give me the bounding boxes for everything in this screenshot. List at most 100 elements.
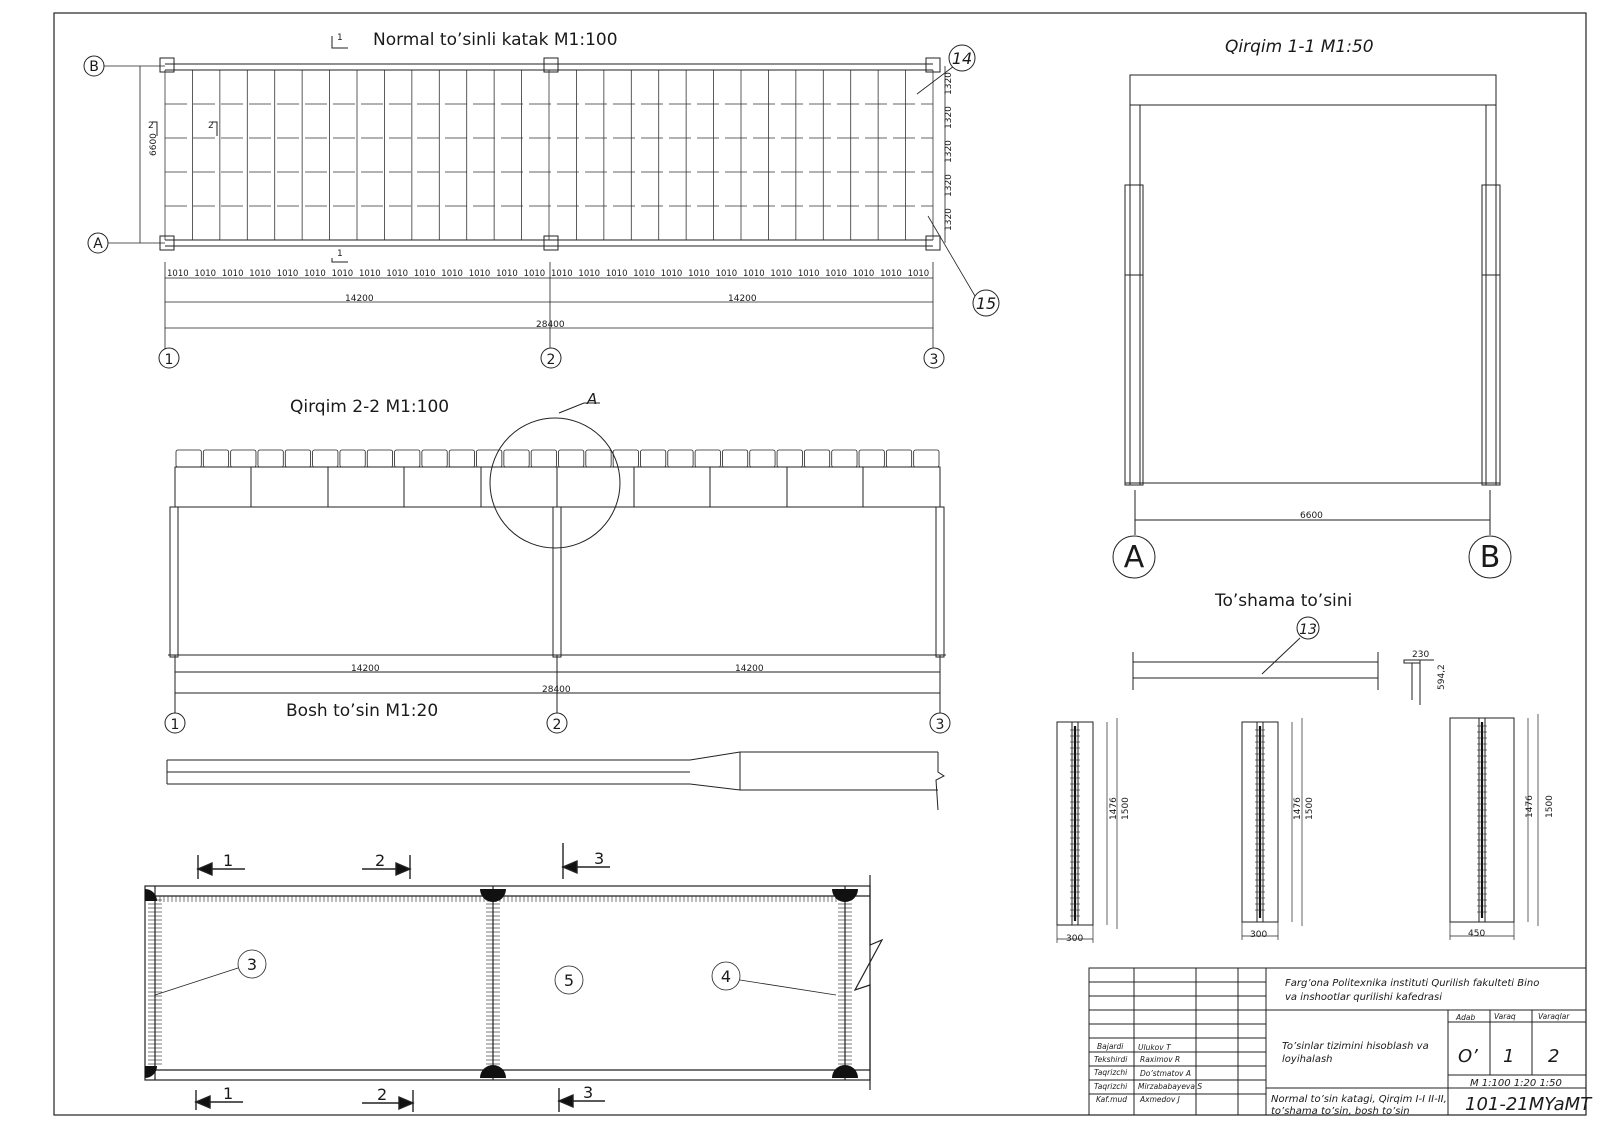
plan-column	[925, 235, 941, 251]
axis-label-3: 3	[930, 352, 939, 368]
svg-text:Do’stmatov A: Do’stmatov A	[1140, 1069, 1191, 1078]
toshama-tosin-view: To’shama to’sini 13 230 594,2	[1132, 591, 1447, 705]
bay-dim-label: 1010	[386, 269, 408, 279]
svg-text:O’: O’	[1458, 1046, 1478, 1067]
deck-beam-section	[913, 449, 940, 468]
svg-text:1476: 1476	[1109, 797, 1119, 820]
plan-axis-cols	[158, 347, 945, 369]
bay-dim-label: 1010	[304, 269, 326, 279]
bosh-tosin-view: Bosh to’sin M1:20	[166, 701, 945, 811]
deck-beam-section	[503, 449, 530, 468]
svg-text:Kaf.mud: Kaf.mud	[1096, 1095, 1127, 1104]
bay-dim-label: 1010	[853, 269, 875, 279]
toshama-title: To’shama to’sini	[1214, 591, 1352, 611]
bay-dim-label: 1010	[359, 269, 381, 279]
svg-text:2: 2	[208, 121, 214, 131]
bay-dim-label: 1010	[880, 269, 902, 279]
svg-text:28400: 28400	[536, 320, 565, 330]
deck-beam-section	[667, 449, 694, 468]
row-dim-label: 1320	[944, 140, 954, 163]
bay-dim-label: 1010	[524, 269, 546, 279]
bosh-tosin-title: Bosh to’sin M1:20	[286, 701, 438, 721]
column	[552, 506, 562, 658]
svg-text:5: 5	[564, 971, 574, 990]
bay-dim-label: 1010	[222, 269, 244, 279]
detail-callout-a	[489, 417, 621, 549]
section-1-1-title: Qirqim 1-1 M1:50	[1225, 37, 1374, 57]
connection-detail: 1 2 3 1 2 3 3 5 4	[144, 843, 884, 1112]
svg-text:2: 2	[375, 851, 385, 870]
bay-dim-label: 1010	[578, 269, 600, 279]
deck-beam-section	[776, 449, 803, 468]
bay-dim-label: 1010	[496, 269, 518, 279]
svg-text:2: 2	[148, 121, 154, 131]
svg-text:Adab: Adab	[1455, 1013, 1475, 1022]
deck-beam-section	[558, 449, 585, 468]
deck-beam-section	[339, 449, 366, 468]
deck-beam-section	[694, 449, 721, 468]
svg-text:Raximov R: Raximov R	[1140, 1055, 1180, 1064]
deck-beam-section	[366, 449, 393, 468]
axis-a-bubble	[1112, 535, 1156, 579]
svg-text:3: 3	[594, 849, 604, 868]
deck-beam-section	[421, 449, 448, 468]
axis-label-1: 1	[165, 352, 174, 368]
svg-text:A: A	[586, 390, 597, 408]
bay-dim-label: 1010	[414, 269, 436, 279]
svg-text:3: 3	[936, 717, 945, 733]
svg-text:300: 300	[1066, 934, 1083, 944]
svg-text:2: 2	[1548, 1046, 1559, 1067]
bay-dim-label: 1010	[551, 269, 573, 279]
project-line-1: To’sinlar tizimini hisoblash va	[1282, 1041, 1429, 1052]
svg-text:450: 450	[1468, 929, 1485, 939]
svg-text:1: 1	[171, 717, 180, 733]
bay-dim-label: 1010	[743, 269, 765, 279]
plan-column	[543, 235, 559, 251]
row-dim-label: 1320	[944, 174, 954, 197]
bay-dim-label: 1010	[661, 269, 683, 279]
axis-label-b: B	[89, 59, 99, 75]
svg-text:14200: 14200	[345, 294, 374, 304]
deck-beam-section	[749, 449, 776, 468]
tag-15	[972, 289, 1000, 317]
plan-column	[925, 57, 941, 73]
plan-title: Normal to’sinli katak M1:100	[373, 30, 618, 50]
bay-dim-label: 1010	[332, 269, 354, 279]
svg-text:14: 14	[952, 49, 972, 68]
drawing-code: 101-21MYaMT	[1465, 1094, 1593, 1115]
project-line-2: loyihalash	[1282, 1054, 1333, 1065]
row-dim-label: 1320	[944, 106, 954, 129]
svg-text:2: 2	[377, 1085, 387, 1104]
plan-cut-marks	[152, 36, 348, 263]
svg-text:230: 230	[1412, 650, 1429, 660]
svg-text:6600: 6600	[1300, 511, 1323, 521]
bay-dim-label: 1010	[441, 269, 463, 279]
svg-text:1500: 1500	[1305, 797, 1315, 820]
svg-text:15: 15	[976, 294, 996, 313]
svg-text:1500: 1500	[1121, 797, 1131, 820]
deck-beam-section	[530, 449, 557, 468]
plan-span-dims	[164, 262, 934, 352]
tag-14	[948, 44, 976, 72]
deck-beam-section	[175, 449, 202, 468]
axis-label-2: 2	[547, 352, 556, 368]
svg-text:4: 4	[721, 967, 731, 986]
bay-dim-label: 1010	[469, 269, 491, 279]
svg-text:1: 1	[337, 33, 343, 43]
deck-beam-section	[312, 449, 339, 468]
sheet-border	[53, 12, 1587, 1116]
institute-line-2: va inshootlar qurilishi kafedrasi	[1285, 992, 1442, 1003]
svg-text:Varaqlar: Varaqlar	[1538, 1012, 1570, 1021]
svg-text:2: 2	[553, 717, 562, 733]
sheet-line-1: Normal to’sin katagi, Qirqim I-I II-II,	[1271, 1094, 1447, 1105]
bay-dim-label: 1010	[688, 269, 710, 279]
deck-beam-section	[448, 449, 475, 468]
svg-text:Varaq: Varaq	[1494, 1012, 1516, 1021]
bay-dim-label: 1010	[825, 269, 847, 279]
column	[169, 506, 179, 658]
svg-text:1: 1	[223, 851, 233, 870]
svg-text:Tekshirdi: Tekshirdi	[1094, 1055, 1128, 1064]
profile-outline	[1056, 721, 1094, 926]
